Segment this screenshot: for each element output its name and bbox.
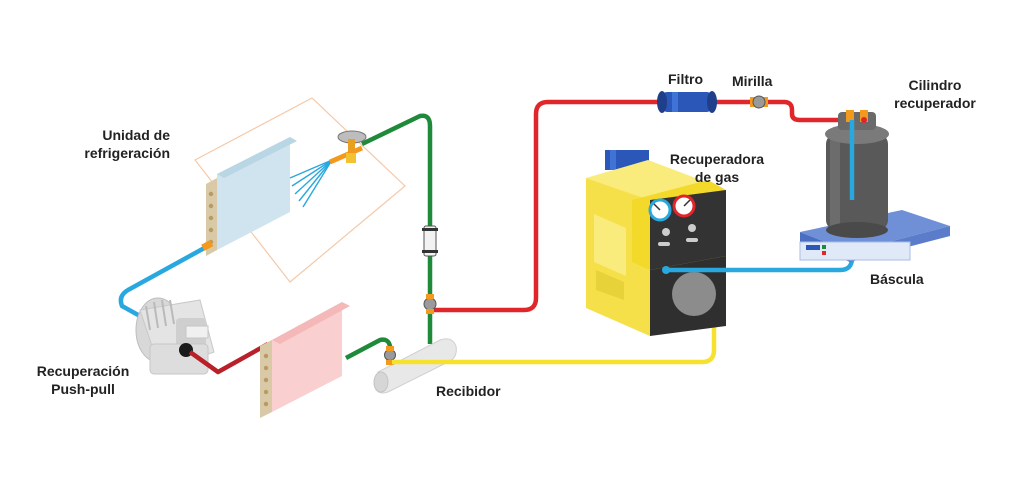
label-recuperadora-de-gas: Recuperadora de gas (662, 150, 772, 186)
recovery-line-red-2 (712, 99, 846, 123)
gas-recovery-machine (586, 150, 726, 336)
label-recuperadora-line1: Recuperadora (669, 151, 765, 167)
discharge-line-darkred (188, 342, 270, 375)
junction-valve (423, 294, 437, 314)
distributor-tubes (289, 159, 333, 208)
push-pull-recovery-unit (135, 297, 215, 375)
label-recibidor: Recibidor (436, 383, 501, 399)
suction-line-blue (118, 244, 210, 318)
label-cilindro-recuperador: Cilindro recuperador (880, 76, 990, 112)
filter-drier (657, 91, 717, 113)
label-cilindro-line1: Cilindro (908, 77, 962, 93)
label-bascula: Báscula (870, 271, 924, 287)
liquid-line-green-upper (361, 113, 433, 344)
label-recuperacion-push-pull: Recuperación Push-pull (24, 362, 142, 398)
label-push-line2: Push-pull (51, 381, 115, 397)
receiver-tank (373, 338, 457, 394)
label-unidad-line1: Unidad de (102, 127, 170, 143)
label-unidad-line2: refrigeración (84, 145, 170, 161)
evaporator-coil (206, 137, 297, 256)
condenser-coil (260, 302, 350, 418)
recovery-cylinder (825, 110, 889, 238)
label-unidad-refrigeracion: Unidad de refrigeración (60, 126, 170, 162)
label-push-line1: Recuperación (36, 363, 130, 379)
expansion-valve (328, 130, 367, 165)
label-cilindro-line2: recuperador (894, 95, 976, 111)
label-filtro: Filtro (668, 71, 703, 87)
liquid-line-green-lower (344, 337, 393, 360)
refrigeration-unit-outline (194, 97, 406, 283)
receiver-valve-left (384, 346, 396, 365)
label-recuperadora-line2: de gas (694, 169, 740, 185)
recovery-line-red (430, 99, 662, 313)
sight-glass-green-line (422, 225, 438, 257)
label-mirilla: Mirilla (732, 73, 773, 89)
sight-glass-mirilla (750, 95, 768, 109)
recovery-line-yellow (392, 320, 717, 365)
